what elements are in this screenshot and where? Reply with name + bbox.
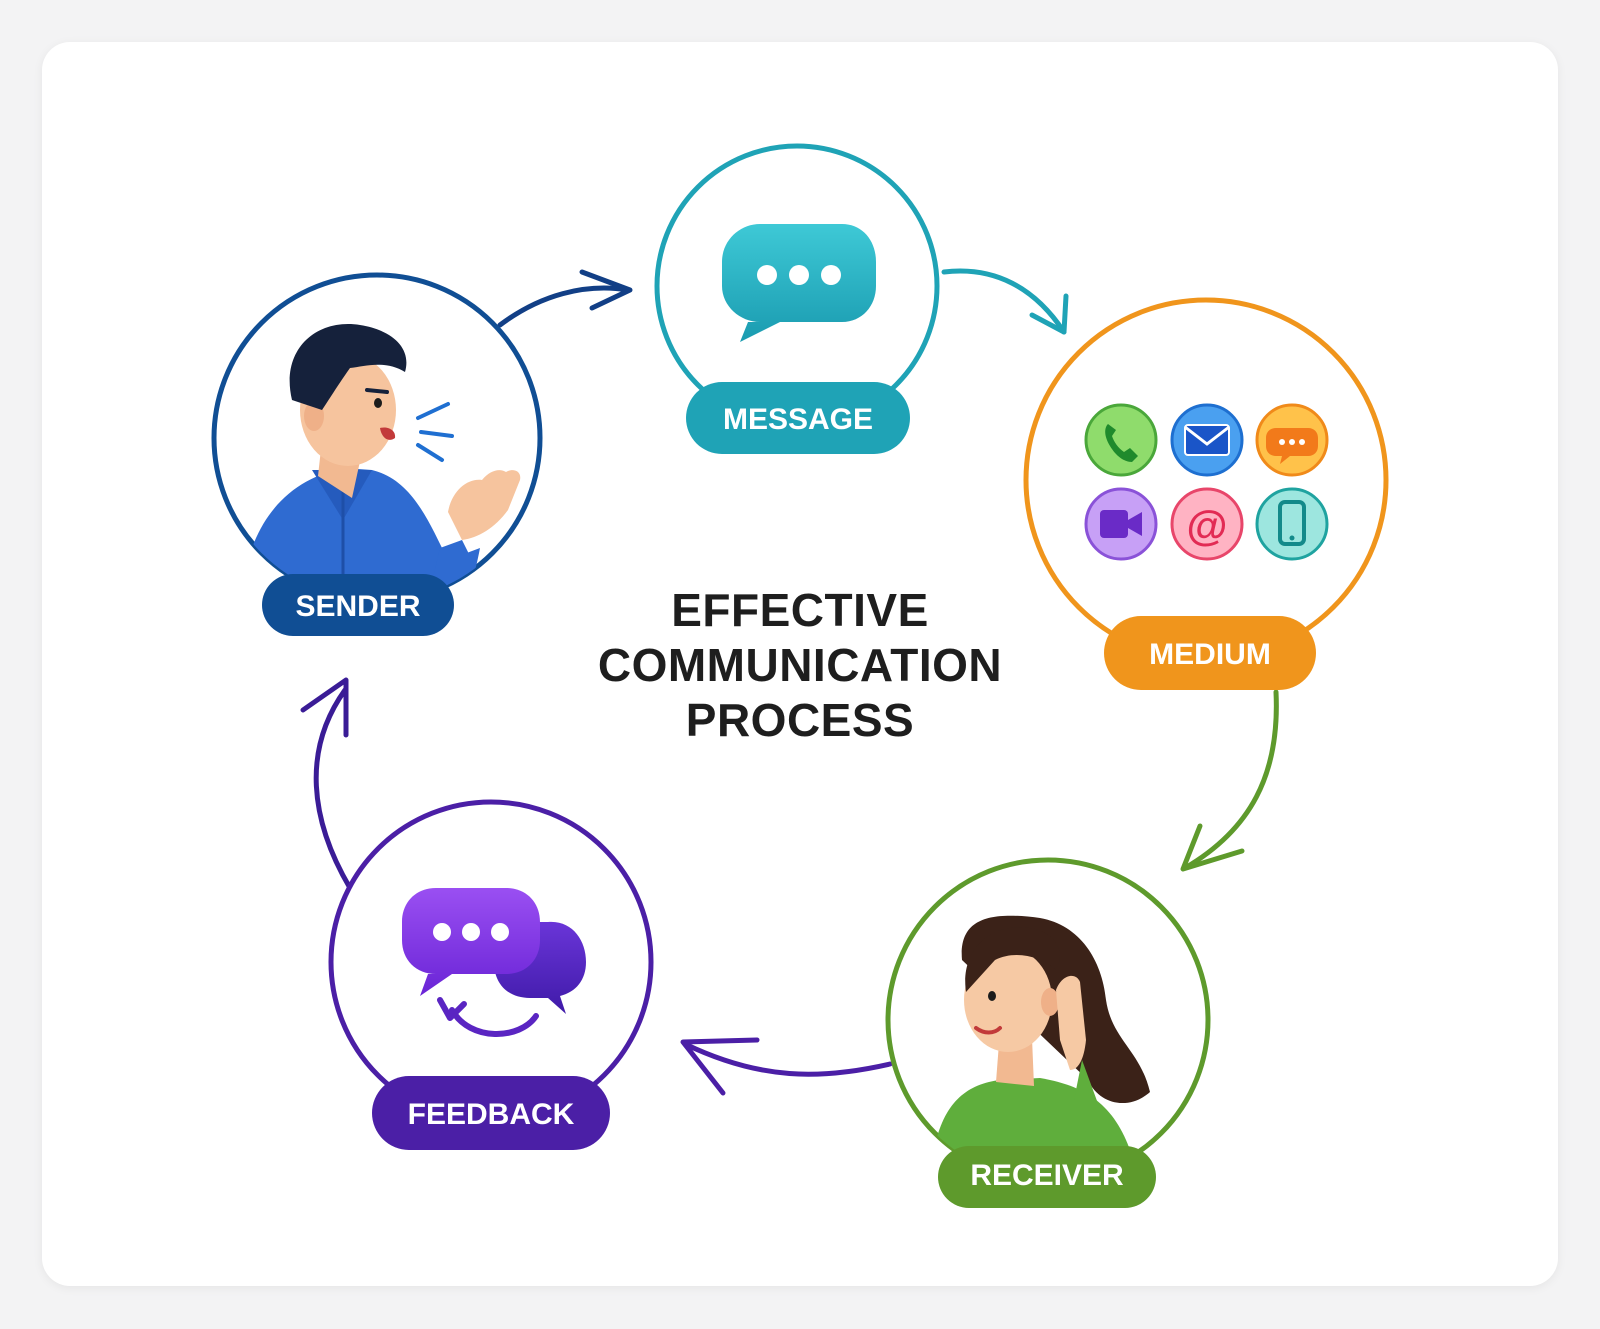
arrow-receiver-to-feedback: [680, 1037, 893, 1096]
chat-icon: [1255, 403, 1329, 477]
title-line-3: PROCESS: [685, 694, 915, 746]
receiver-pill: [938, 1146, 1156, 1208]
stage-feedback: FEEDBACK: [328, 799, 654, 1150]
feedback-chat-icon: [402, 888, 586, 1037]
medium-pill: [1104, 616, 1316, 690]
arrow-medium-to-receiver: [1180, 689, 1279, 872]
speaking-man-icon: [240, 324, 521, 601]
receiver-label: RECEIVER: [970, 1159, 1124, 1192]
stage-receiver: RECEIVER: [885, 857, 1211, 1208]
at-sign-icon: @: [1170, 487, 1244, 561]
medium-ring: [1023, 297, 1389, 663]
stage-medium: @ MEDIUM: [1023, 297, 1389, 690]
speech-lines-icon: [416, 402, 454, 462]
title-line-1: EFFECTIVE: [671, 584, 929, 636]
arrow-message-to-medium: [941, 268, 1069, 335]
sender-pill: [262, 574, 454, 636]
arrow-sender-to-message: [497, 269, 633, 328]
arrow-feedback-to-sender: [300, 677, 353, 891]
feedback-label: FEEDBACK: [408, 1098, 575, 1131]
video-icon: [1084, 487, 1158, 561]
title-line-2: COMMUNICATION: [597, 639, 1003, 691]
sender-label: SENDER: [295, 590, 420, 623]
message-label: MESSAGE: [723, 403, 873, 436]
medium-label: MEDIUM: [1149, 638, 1271, 671]
mail-icon: [1170, 403, 1244, 477]
phone-icon: [1084, 403, 1158, 477]
message-pill: [686, 382, 910, 454]
feedback-pill: [372, 1076, 610, 1150]
mobile-icon: [1255, 487, 1329, 561]
stage-message: MESSAGE: [654, 143, 940, 454]
stage-sender: SENDER: [211, 272, 543, 636]
diagram-title: EFFECTIVE COMMUNICATION PROCESS: [545, 583, 1055, 748]
svg-text:@: @: [1187, 502, 1228, 549]
speech-bubble-icon: [722, 224, 876, 342]
